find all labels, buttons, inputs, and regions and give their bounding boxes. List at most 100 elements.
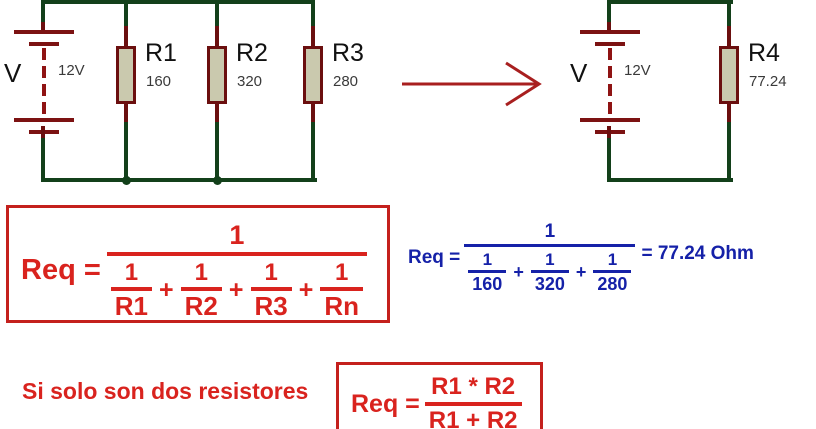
numeric-term-2-bar bbox=[530, 270, 569, 273]
junction-dot-r1 bbox=[122, 176, 131, 185]
general-formula-box: Req = 1 1 R1 + 1 R2 + bbox=[6, 205, 390, 323]
eq-battery-dash-3 bbox=[608, 84, 612, 96]
eq-battery-dash-1 bbox=[608, 48, 612, 60]
numeric-term-3: 1 280 bbox=[593, 250, 632, 294]
eq-battery-bottom-wire bbox=[607, 138, 611, 180]
general-term-4-den: Rn bbox=[324, 291, 360, 321]
general-term-4: 1 Rn bbox=[320, 259, 364, 321]
r1-top-lead bbox=[124, 26, 128, 48]
eq-battery-plate-long-bottom bbox=[580, 118, 640, 122]
general-formula-denominator: 1 R1 + 1 R2 + 1 R3 bbox=[107, 261, 367, 319]
general-term-1-num: 1 bbox=[124, 259, 139, 286]
r1-top-wire bbox=[124, 0, 128, 30]
battery-dash-3 bbox=[42, 84, 46, 96]
two-resistor-lhs: Req = bbox=[351, 389, 420, 418]
battery-bottom-wire bbox=[41, 138, 45, 180]
battery-top-lead bbox=[41, 22, 45, 34]
two-resistor-numerator: R1 * R2 bbox=[431, 373, 516, 400]
r2-bottom-lead bbox=[215, 102, 219, 126]
resistor-r1-body bbox=[116, 46, 136, 104]
numeric-formula-main-bar bbox=[464, 244, 636, 247]
eq-battery-plate-long-top bbox=[580, 30, 640, 34]
two-resistor-caption: Si solo son dos resistores bbox=[22, 378, 309, 404]
resistor-r2-name: R2 bbox=[236, 39, 268, 67]
general-term-2-bar bbox=[180, 287, 222, 291]
eq-voltage-value-label: 12V bbox=[624, 62, 651, 79]
numeric-plus-2: + bbox=[575, 262, 587, 282]
implies-arrow bbox=[400, 58, 545, 108]
r2-top-wire bbox=[215, 0, 219, 30]
general-term-1: 1 R1 bbox=[110, 259, 153, 321]
resistor-r3-body bbox=[303, 46, 323, 104]
resistor-r4-body bbox=[719, 46, 739, 104]
numeric-term-3-den: 280 bbox=[597, 274, 628, 294]
numeric-term-1-num: 1 bbox=[482, 250, 493, 269]
eq-battery-dash-4 bbox=[608, 102, 612, 114]
numeric-plus-1: + bbox=[513, 262, 524, 282]
general-plus-1: + bbox=[159, 275, 174, 304]
general-formula-numerator: 1 bbox=[229, 220, 245, 250]
numeric-formula-main-fraction: 1 1 160 + 1 320 + 1 280 bbox=[464, 221, 636, 293]
eq-battery-top-wire bbox=[607, 0, 611, 26]
eq-bottom-rail-wire bbox=[607, 178, 733, 182]
two-resistor-denominator: R1 + R2 bbox=[428, 407, 518, 429]
r1-bottom-lead bbox=[124, 102, 128, 126]
numeric-term-1-bar bbox=[468, 270, 507, 273]
bottom-rail-wire bbox=[41, 178, 317, 182]
battery-dash-1 bbox=[42, 48, 46, 60]
general-plus-3: + bbox=[298, 275, 314, 304]
general-term-1-bar bbox=[110, 287, 153, 291]
general-term-3-bar bbox=[250, 287, 292, 291]
general-term-3-num: 1 bbox=[264, 259, 278, 286]
eq-battery-plate-short-top bbox=[595, 42, 625, 46]
resistor-r4-name: R4 bbox=[748, 39, 780, 67]
battery-top-wire bbox=[41, 0, 45, 26]
resistor-r1-name: R1 bbox=[145, 39, 177, 67]
general-plus-2: + bbox=[228, 275, 244, 304]
general-term-3-den: R3 bbox=[254, 291, 288, 321]
battery-bottom-lead bbox=[41, 126, 45, 140]
eq-battery-bottom-lead bbox=[607, 126, 611, 140]
battery-dash-2 bbox=[42, 66, 46, 78]
r4-top-lead bbox=[727, 26, 731, 48]
eq-top-rail-wire bbox=[609, 0, 733, 4]
general-term-2: 1 R2 bbox=[180, 259, 222, 319]
numeric-term-3-bar bbox=[593, 270, 632, 273]
resistor-r4-value: 77.24 bbox=[749, 73, 787, 90]
general-formula-main-bar bbox=[106, 252, 368, 256]
numeric-term-3-num: 1 bbox=[607, 250, 618, 269]
r2-bottom-wire bbox=[215, 122, 219, 180]
voltage-value-label: 12V bbox=[58, 62, 85, 79]
general-term-1-den: R1 bbox=[114, 291, 149, 321]
resistor-r1-value: 160 bbox=[146, 73, 172, 90]
general-term-4-num: 1 bbox=[335, 259, 349, 286]
r3-top-wire bbox=[311, 0, 315, 30]
two-resistor-formula-box: Req = R1 * R2 R1 + R2 bbox=[336, 362, 543, 429]
two-resistor-formula-content: Req = R1 * R2 R1 + R2 bbox=[351, 375, 522, 429]
r3-bottom-lead bbox=[311, 102, 315, 126]
r4-bottom-lead bbox=[727, 102, 731, 126]
numeric-term-1-den: 160 bbox=[472, 274, 503, 294]
battery-plate-long-bottom bbox=[14, 118, 74, 122]
general-formula-lhs: Req = bbox=[21, 254, 101, 286]
r3-top-lead bbox=[311, 26, 315, 48]
numeric-term-2-num: 1 bbox=[545, 250, 555, 269]
eq-battery-top-lead bbox=[607, 22, 611, 34]
resistor-r2-body bbox=[207, 46, 227, 104]
battery-plate-long-top bbox=[14, 30, 74, 34]
r3-bottom-wire bbox=[311, 122, 315, 180]
numeric-formula-denominator: 1 160 + 1 320 + 1 280 bbox=[464, 251, 635, 293]
eq-battery-dash-2 bbox=[608, 66, 612, 78]
top-rail-wire bbox=[43, 0, 315, 4]
general-term-2-num: 1 bbox=[194, 259, 208, 286]
resistor-r3-value: 280 bbox=[333, 73, 359, 90]
resistor-r3-name: R3 bbox=[332, 39, 364, 67]
numeric-term-1: 1 160 bbox=[468, 250, 507, 294]
numeric-formula: Req = 1 1 160 + 1 320 + 1 bbox=[408, 222, 754, 293]
numeric-formula-numerator: 1 bbox=[544, 221, 556, 242]
two-resistor-bar bbox=[424, 402, 522, 406]
battery-plate-short-top bbox=[29, 42, 59, 46]
numeric-term-2-den: 320 bbox=[534, 274, 565, 294]
resistor-r2-value: 320 bbox=[237, 73, 263, 90]
